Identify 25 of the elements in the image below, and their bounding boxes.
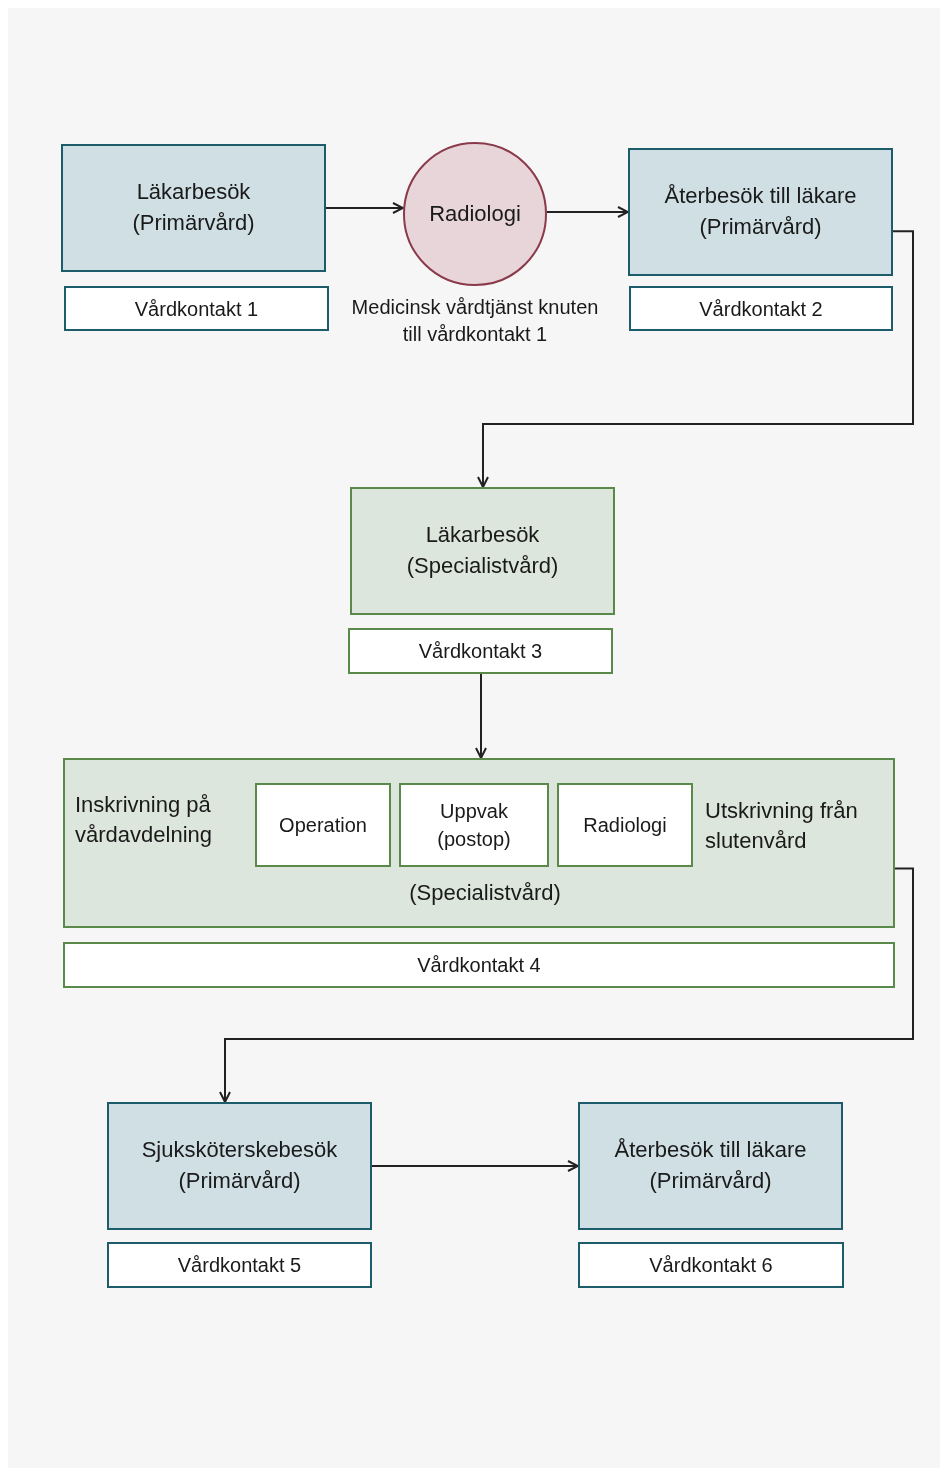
arrow [477, 230, 914, 488]
contact-box: Vårdkontakt 5 [107, 1242, 372, 1288]
node-text: Inskrivning på vårdavdelning [75, 791, 213, 849]
visit-box: Sjuksköterskebesök (Primärvård) [107, 1102, 372, 1230]
contact-box: Vårdkontakt 1 [64, 286, 329, 331]
arrow [325, 202, 404, 214]
service-box: Uppvak (postop) [399, 783, 549, 867]
inpatient-stay-box [63, 758, 895, 928]
node-text: Utskrivning från slutenvård [705, 797, 859, 855]
visit-box: Läkarbesök (Primärvård) [61, 144, 326, 272]
service-box: Radiologi [557, 783, 693, 867]
arrow [546, 206, 629, 218]
contact-box: Vårdkontakt 2 [629, 286, 893, 331]
contact-box: Vårdkontakt 4 [63, 942, 895, 988]
visit-box: Återbesök till läkare (Primärvård) [578, 1102, 843, 1230]
visit-box: Läkarbesök (Specialistvård) [350, 487, 615, 615]
arrow [475, 673, 487, 759]
arrow [219, 867, 914, 1103]
caption-text: Medicinsk vårdtjänst knuten till vårdkontakt 1 [350, 295, 600, 347]
visit-box: Återbesök till läkare (Primärvård) [628, 148, 893, 276]
contact-box: Vårdkontakt 3 [348, 628, 613, 674]
node-text: (Specialistvård) [408, 879, 562, 907]
service-box: Operation [255, 783, 391, 867]
contact-box: Vårdkontakt 6 [578, 1242, 844, 1288]
arrow [371, 1160, 579, 1172]
